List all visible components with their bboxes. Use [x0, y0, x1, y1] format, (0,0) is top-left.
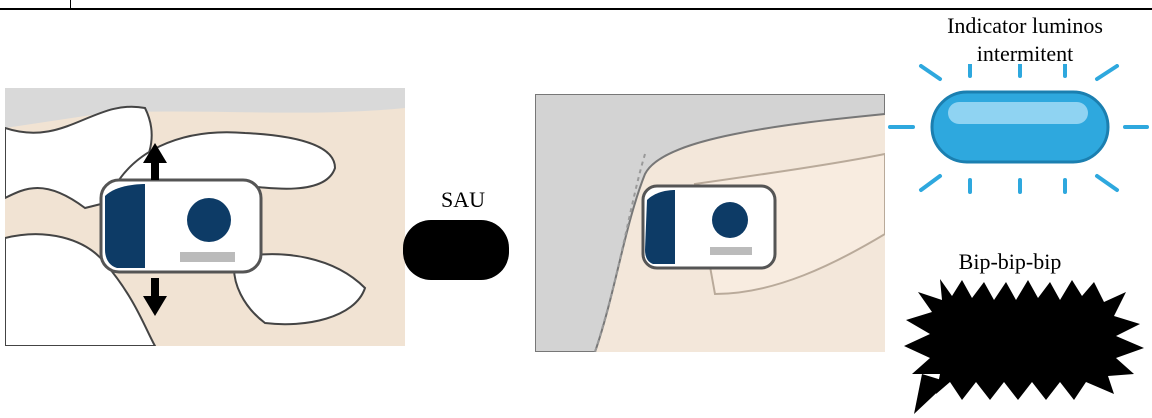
blue-flashing-light-icon — [885, 64, 1150, 194]
sound-burst-icon — [900, 274, 1150, 414]
or-label: SAU — [418, 186, 508, 214]
device-on-arm-illustration — [535, 94, 885, 352]
or-black-shape — [402, 219, 510, 281]
top-table-rule — [0, 0, 1152, 10]
light-indicator-label: Indicator luminos intermitent — [905, 12, 1145, 68]
pinch-skin-illustration — [5, 88, 405, 346]
table-column-divider — [70, 0, 71, 10]
beep-label: Bip-bip-bip — [920, 248, 1100, 276]
